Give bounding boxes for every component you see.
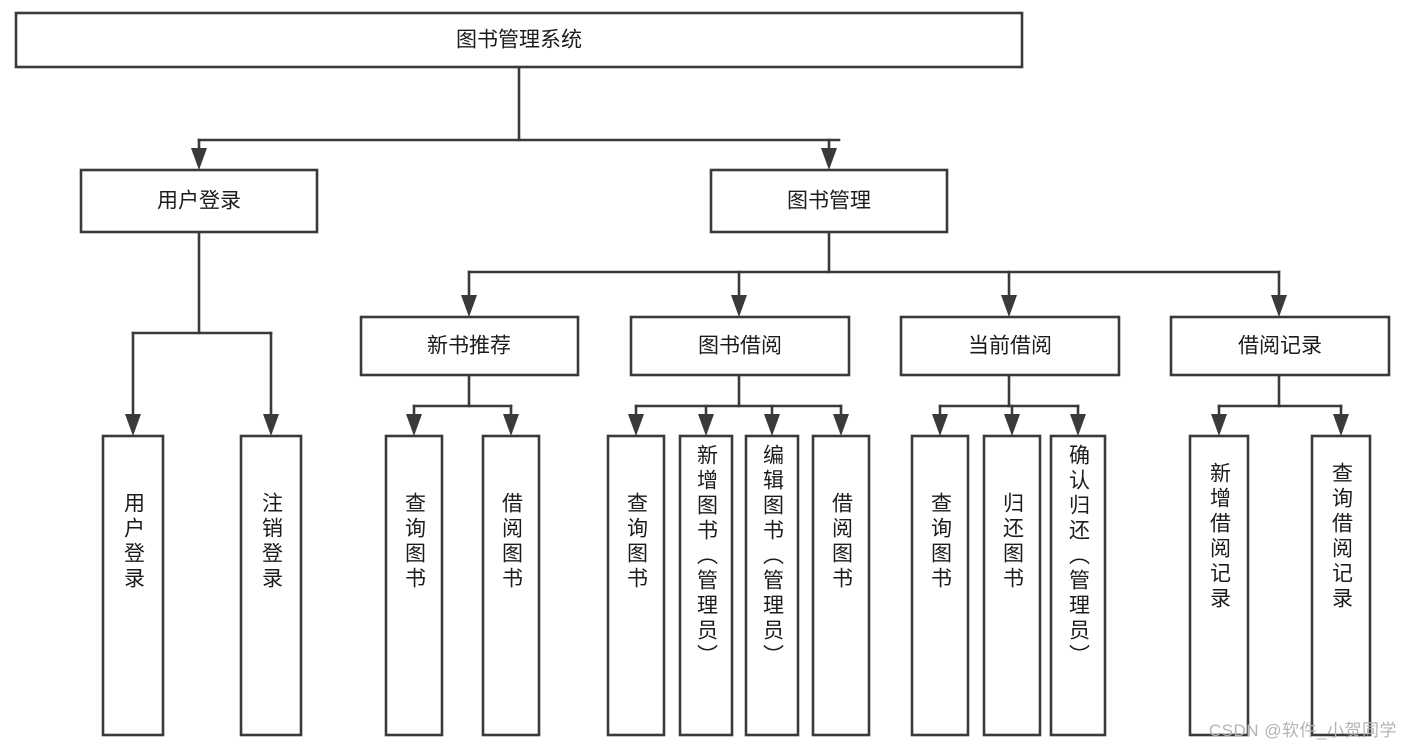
node-leaf-query-book-bb[interactable] [606,434,666,737]
node-current-borrow-label: 当前借阅 [968,335,1052,358]
box-layer: 图书管理系统 用户登录 图书管理 新书推荐 图书借阅 当前借阅 借阅记录 [14,11,1391,737]
arrowhead-cb-leaf-3 [1070,414,1086,436]
node-book-borrow-label: 图书借阅 [698,335,782,358]
arrowhead-book-mgmt [821,148,837,170]
arrowhead-borrow-record [1271,295,1287,317]
node-book-borrow[interactable] [629,315,851,377]
node-leaf-edit-book-admin[interactable] [744,434,800,737]
node-root-system[interactable] [14,11,1024,69]
arrowhead-bb-leaf-1 [628,414,644,436]
node-leaf-query-book-nbr[interactable] [384,434,444,737]
arrowhead-leaf-user-login [125,414,141,436]
arrowhead-nbr-leaf-1 [406,414,422,436]
node-borrow-record-label: 借阅记录 [1238,335,1322,358]
arrowhead-bb-leaf-4 [833,414,849,436]
node-leaf-confirm-return-admin[interactable] [1049,434,1107,737]
arrowhead-br-leaf-2 [1333,414,1349,436]
node-root-system-label: 图书管理系统 [456,29,582,52]
arrowhead-br-leaf-1 [1211,414,1227,436]
node-leaf-user-login[interactable] [101,434,165,737]
node-leaf-add-borrow-record[interactable] [1188,434,1250,737]
node-user-login[interactable] [79,168,319,234]
arrowhead-cb-leaf-2 [1004,414,1020,436]
node-new-book-recommend-label: 新书推荐 [427,335,511,358]
node-leaf-add-book-admin[interactable] [678,434,734,737]
arrowhead-book-borrow [731,295,747,317]
arrowhead-bb-leaf-2 [698,414,714,436]
arrowhead-new-book-rec [461,295,477,317]
node-leaf-logout[interactable] [239,434,303,737]
node-current-borrow[interactable] [899,315,1121,377]
node-new-book-recommend[interactable] [359,315,580,377]
connector-layer [125,65,1349,436]
node-book-management-label: 图书管理 [787,190,871,213]
arrowhead-bb-leaf-3 [764,414,780,436]
arrowhead-cb-leaf-1 [932,414,948,436]
node-book-management[interactable] [709,168,949,234]
arrowhead-user-login [191,148,207,170]
node-leaf-return-book[interactable] [982,434,1042,737]
node-user-login-label: 用户登录 [157,190,241,213]
arrowhead-nbr-leaf-2 [503,414,519,436]
node-leaf-borrow-book-bb[interactable] [811,434,871,737]
node-leaf-query-book-cb[interactable] [910,434,970,737]
node-leaf-query-borrow-record[interactable] [1310,434,1372,737]
csdn-watermark: CSDN @软件_小贺同学 [1208,721,1397,740]
arrowhead-leaf-logout [263,414,279,436]
node-borrow-record[interactable] [1169,315,1391,377]
node-leaf-borrow-book-nbr[interactable] [481,434,541,737]
arrowhead-current-borrow [1001,295,1017,317]
